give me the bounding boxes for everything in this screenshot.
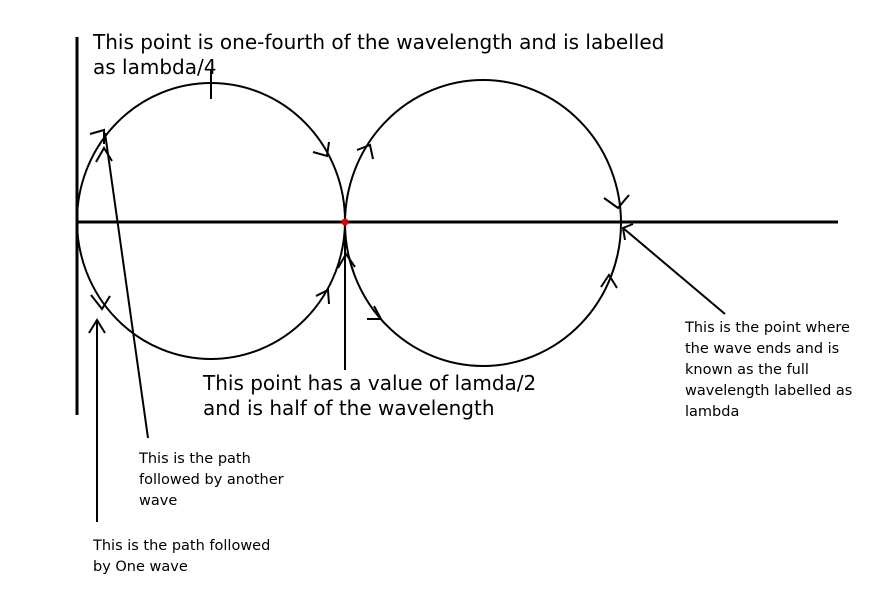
pointer-arrow-another-wave	[104, 132, 149, 439]
half-wavelength-label: This point has a value of lamda/2 and is…	[203, 371, 537, 420]
arrowhead	[367, 305, 383, 320]
one-wave-path-label: This is the path followed by One wave	[93, 538, 271, 575]
quarter-wavelength-label: This point is one-fourth of the waveleng…	[93, 30, 665, 79]
arrowhead	[603, 194, 630, 210]
pointer-arrows	[88, 132, 726, 522]
arrowhead	[621, 223, 634, 241]
arrowhead	[90, 294, 111, 311]
pointer-arrow-full-wavelength	[622, 227, 726, 315]
arrowhead	[337, 252, 356, 269]
arrowhead	[89, 128, 105, 144]
half-wavelength-point	[341, 218, 349, 226]
arrowhead	[88, 318, 106, 334]
another-wave-path-label: This is the path followed by another wav…	[139, 451, 284, 509]
arrowhead	[312, 141, 330, 158]
arrowhead	[600, 273, 618, 289]
arrowhead	[315, 288, 330, 305]
full-wavelength-label: This is the point where the wave ends an…	[685, 320, 853, 420]
arrowhead	[356, 143, 374, 160]
